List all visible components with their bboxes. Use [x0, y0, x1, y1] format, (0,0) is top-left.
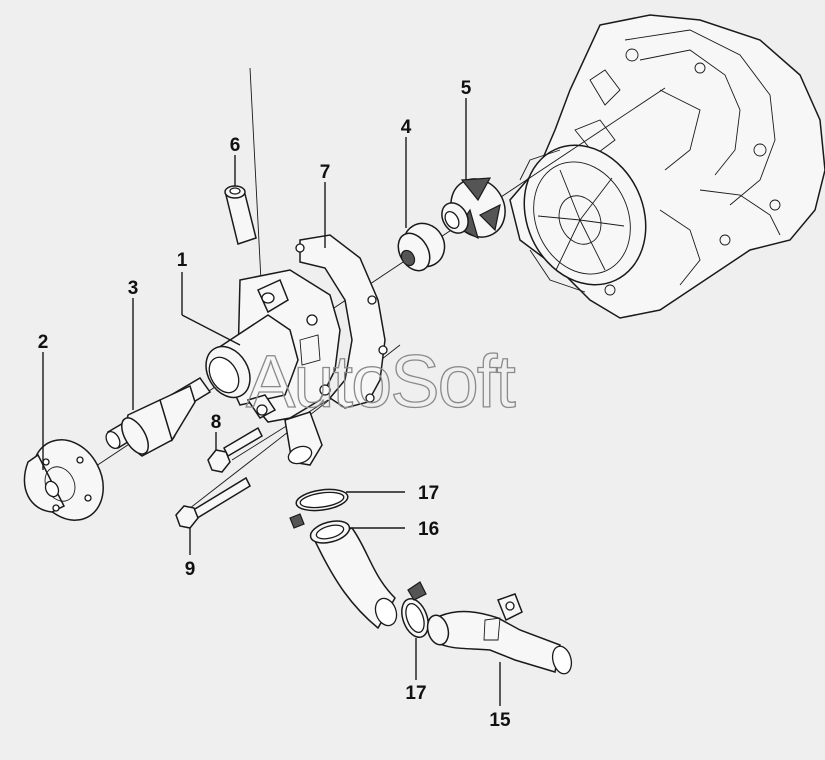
callout-labels: 1 2 3 4 5 6 7 8 9 15 16 17 17 — [38, 78, 511, 731]
callout-17-upper: 17 — [418, 483, 439, 504]
coolant-hose — [289, 513, 398, 630]
hose-clamp-upper — [295, 488, 349, 512]
stud-sleeve — [224, 185, 257, 245]
callout-17-lower: 17 — [405, 683, 426, 704]
autosoft-watermark: AutoSoft — [246, 340, 516, 423]
short-bolt — [207, 426, 263, 473]
leader-lines — [42, 98, 501, 706]
callout-3: 3 — [128, 278, 139, 299]
callout-16: 16 — [418, 519, 439, 540]
callout-2: 2 — [38, 332, 49, 353]
callout-1: 1 — [177, 250, 188, 271]
water-pump-body — [205, 269, 341, 466]
pulley-hub — [23, 439, 104, 521]
callout-4: 4 — [401, 117, 412, 138]
callout-15: 15 — [489, 710, 511, 731]
outlet-pipe — [426, 593, 573, 675]
callout-5: 5 — [461, 78, 472, 99]
hose-clamp-lower — [401, 581, 429, 638]
callout-6: 6 — [230, 135, 241, 156]
pump-shaft-bearing — [105, 377, 212, 457]
engine-block — [509, 14, 825, 319]
pump-gasket — [295, 234, 388, 409]
callout-9: 9 — [185, 559, 196, 580]
callout-8: 8 — [211, 412, 222, 433]
pump-seal — [397, 222, 446, 272]
callout-7: 7 — [320, 162, 331, 183]
pump-impeller — [441, 177, 506, 240]
long-bolt — [175, 476, 251, 529]
